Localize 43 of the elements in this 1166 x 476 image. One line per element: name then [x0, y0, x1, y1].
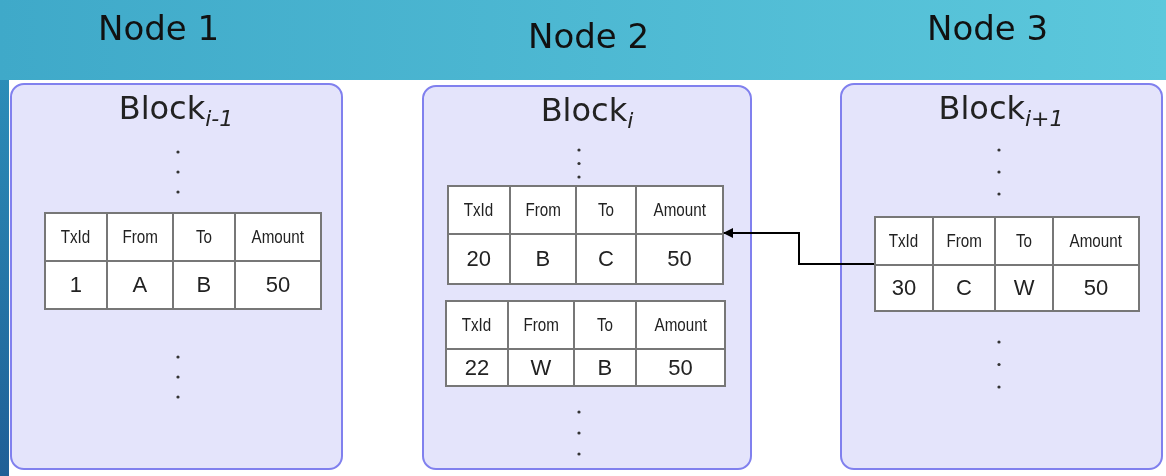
column-header: TxId — [61, 226, 91, 248]
table-value: 50 — [668, 354, 693, 381]
column-header: To — [1016, 230, 1033, 252]
column-header: TxId — [462, 314, 492, 336]
column-header: TxId — [889, 230, 919, 252]
table-value: W — [530, 354, 552, 381]
table-value: C — [597, 246, 614, 272]
table-value: 20 — [466, 246, 492, 272]
column-header: From — [946, 230, 982, 252]
table-value: 22 — [464, 354, 490, 381]
table-value: B — [597, 354, 613, 381]
column-header: To — [195, 226, 212, 248]
arrow — [723, 228, 875, 265]
column-header: From — [122, 226, 158, 248]
column-header: From — [525, 199, 561, 221]
table-value: 50 — [1083, 275, 1109, 301]
block-title: Block$_{i}$ — [540, 91, 634, 134]
transaction-table — [447, 185, 724, 285]
table-value: 1 — [69, 272, 82, 298]
column-header: Amount — [1069, 230, 1123, 252]
column-header: To — [596, 314, 613, 336]
node-heading: Node 1 — [98, 8, 220, 48]
node-heading: Node 2 — [528, 16, 650, 56]
node-heading: Node 3 — [927, 8, 1049, 48]
column-header: TxId — [464, 199, 494, 221]
table-value: A — [132, 272, 148, 298]
transaction-table — [44, 212, 322, 310]
column-header: Amount — [654, 314, 707, 336]
transaction-table — [874, 216, 1140, 312]
column-header: Amount — [653, 199, 706, 221]
column-header: From — [523, 314, 559, 336]
column-header: To — [597, 199, 614, 221]
transaction-table — [445, 300, 726, 387]
table-value: 30 — [891, 275, 917, 301]
block-title: Block$_{i-1}$ — [118, 89, 234, 132]
table-value: 50 — [265, 272, 291, 298]
table-value: B — [196, 272, 212, 298]
block-title: Block$_{i+1}$ — [938, 89, 1064, 132]
table-value: W — [1013, 275, 1035, 301]
table-value: B — [535, 246, 551, 272]
column-header: Amount — [251, 226, 305, 248]
table-value: 50 — [667, 246, 692, 272]
table-value: C — [956, 275, 972, 301]
